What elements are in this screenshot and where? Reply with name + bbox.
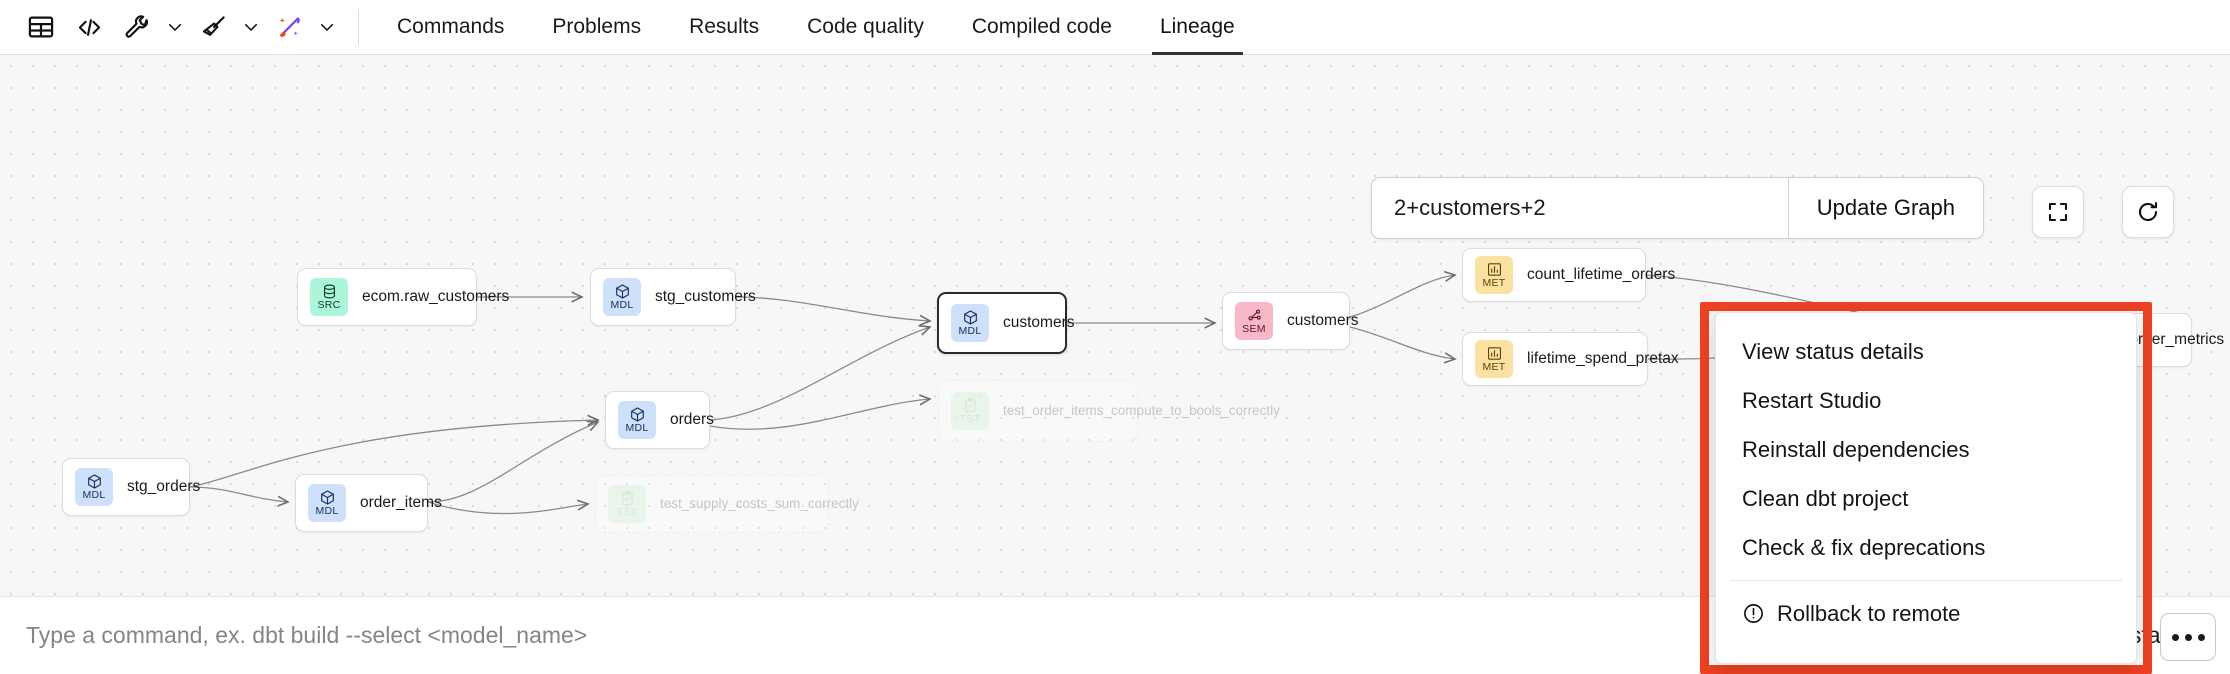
node-type-label: MET — [1482, 361, 1506, 373]
dot-2 — [2184, 633, 2192, 641]
node-type-label: MDL — [625, 422, 649, 434]
menu-item-label: View status details — [1742, 338, 1924, 364]
table-view-icon[interactable] — [18, 4, 64, 50]
magic-wand-icon[interactable] — [266, 4, 312, 50]
menu-item-view-status-details[interactable]: View status details — [1716, 327, 2136, 376]
node-type-badge-mdl: MDL — [951, 304, 989, 342]
clipboard-icon — [619, 490, 636, 507]
menu-divider — [1730, 580, 2122, 581]
top-toolbar: Commands Problems Results Code quality Compi… — [0, 0, 2230, 55]
wrench-icon[interactable] — [114, 4, 160, 50]
lineage-node-order_items[interactable]: MDL order_items — [295, 474, 442, 532]
cube-icon — [319, 489, 336, 506]
refresh-graph-button[interactable] — [2122, 186, 2174, 238]
lineage-node-lifetime_spend_pretax[interactable]: MET lifetime_spend_pretax — [1462, 332, 1679, 386]
lineage-node-count_lifetime_orders[interactable]: MET count_lifetime_orders — [1462, 248, 1675, 302]
lineage-node-ecom_raw_customers[interactable]: SRC ecom.raw_customers — [297, 268, 509, 326]
menu-item-label: Rollback to remote — [1777, 600, 1961, 626]
tab-results[interactable]: Results — [689, 15, 760, 38]
node-label: stg_orders — [127, 478, 201, 496]
tab-problems[interactable]: Problems — [552, 15, 642, 38]
broom-chevron-down-icon[interactable] — [238, 4, 264, 50]
node-type-badge-src: SRC — [310, 278, 348, 316]
graph-selector-bar[interactable]: Update Graph — [1371, 177, 1984, 239]
chart-icon — [1486, 345, 1503, 362]
node-label: stg_customers — [655, 288, 756, 306]
dot-3 — [2197, 633, 2205, 641]
node-label: count_lifetime_orders — [1527, 266, 1676, 284]
node-type-label: TST — [616, 506, 638, 518]
node-type-label: SEM — [1242, 323, 1266, 335]
menu-item-rollback-to-remote[interactable]: Rollback to remote — [1716, 589, 2136, 638]
node-label: order_items — [360, 494, 442, 512]
lineage-node-customers_mdl[interactable]: MDL customers — [937, 292, 1075, 354]
lineage-node-test_order_items[interactable]: TST test_order_items_compute_to_bools_cor… — [938, 380, 1280, 442]
editor-tool-group — [0, 0, 340, 55]
menu-item-reinstall-dependencies[interactable]: Reinstall dependencies — [1716, 425, 2136, 474]
node-type-label: MDL — [958, 325, 982, 337]
node-type-label: MDL — [315, 505, 339, 517]
tab-commands[interactable]: Commands — [397, 15, 505, 38]
wrench-chevron-down-icon[interactable] — [162, 4, 188, 50]
node-type-badge-mdl: MDL — [603, 278, 641, 316]
menu-item-label: Check & fix deprecations — [1742, 534, 1986, 560]
node-label: test_order_items_compute_to_bools_correc… — [1003, 402, 1280, 418]
node-label: test_supply_costs_sum_correctly — [660, 495, 859, 511]
warning-circle-icon — [1742, 602, 1765, 625]
node-type-badge-mdl: MDL — [75, 468, 113, 506]
cube-icon — [629, 406, 646, 423]
node-label: lifetime_spend_pretax — [1527, 350, 1679, 368]
node-type-label: MDL — [82, 489, 106, 501]
code-view-icon[interactable] — [66, 4, 112, 50]
database-icon — [321, 283, 338, 300]
node-type-badge-tst: TST — [608, 485, 646, 523]
toolbar-divider — [358, 9, 359, 45]
cube-icon — [614, 283, 631, 300]
update-graph-button[interactable]: Update Graph — [1787, 178, 1983, 238]
lineage-node-stg_orders[interactable]: MDL stg_orders — [62, 458, 200, 516]
lineage-node-orders[interactable]: MDL orders — [605, 391, 714, 449]
node-type-label: MET — [1482, 277, 1506, 289]
fit-to-screen-button[interactable] — [2032, 186, 2084, 238]
clipboard-icon — [962, 397, 979, 414]
node-type-badge-sem: SEM — [1235, 302, 1273, 340]
menu-item-label: Clean dbt project — [1742, 485, 1909, 511]
menu-item-restart-studio[interactable]: Restart Studio — [1716, 376, 2136, 425]
node-label: customers — [1003, 314, 1075, 332]
dot-1 — [2171, 633, 2179, 641]
node-type-label: SRC — [317, 299, 341, 311]
chart-icon — [1486, 261, 1503, 278]
node-type-badge-met: MET — [1475, 256, 1513, 294]
lineage-node-customers_sem[interactable]: SEM customers — [1222, 292, 1359, 350]
menu-item-label: Reinstall dependencies — [1742, 436, 1970, 462]
node-type-label: TST — [959, 413, 981, 425]
tab-compiled-code[interactable]: Compiled code — [971, 15, 1112, 38]
command-input[interactable] — [0, 622, 1962, 649]
node-label: customers — [1287, 312, 1359, 330]
graph-select-input[interactable] — [1372, 178, 1788, 238]
node-label: orders — [670, 411, 714, 429]
tab-code-quality[interactable]: Code quality — [807, 15, 924, 38]
broom-icon[interactable] — [190, 4, 236, 50]
graph-icon — [1246, 307, 1263, 324]
magic-wand-chevron-down-icon[interactable] — [314, 4, 340, 50]
lineage-node-stg_customers[interactable]: MDL stg_customers — [590, 268, 756, 326]
cube-icon — [962, 309, 979, 326]
node-type-badge-met: MET — [1475, 340, 1513, 378]
cube-icon — [86, 473, 103, 490]
tab-lineage[interactable]: Lineage — [1136, 0, 1259, 55]
node-type-label: MDL — [610, 299, 634, 311]
node-type-badge-mdl: MDL — [308, 484, 346, 522]
more-options-button[interactable] — [2160, 613, 2216, 661]
menu-item-label: Restart Studio — [1742, 387, 1882, 413]
panel-tabs: Commands Problems Results Code quality Compi… — [373, 0, 1259, 55]
menu-item-clean-dbt-project[interactable]: Clean dbt project — [1716, 474, 2136, 523]
node-type-badge-mdl: MDL — [618, 401, 656, 439]
lineage-node-test_supply_costs[interactable]: TST test_supply_costs_sum_correctly — [595, 475, 859, 533]
node-type-badge-tst: TST — [951, 392, 989, 430]
menu-item-check-fix-deprecations[interactable]: Check & fix deprecations — [1716, 523, 2136, 572]
node-label: ecom.raw_customers — [362, 288, 510, 306]
